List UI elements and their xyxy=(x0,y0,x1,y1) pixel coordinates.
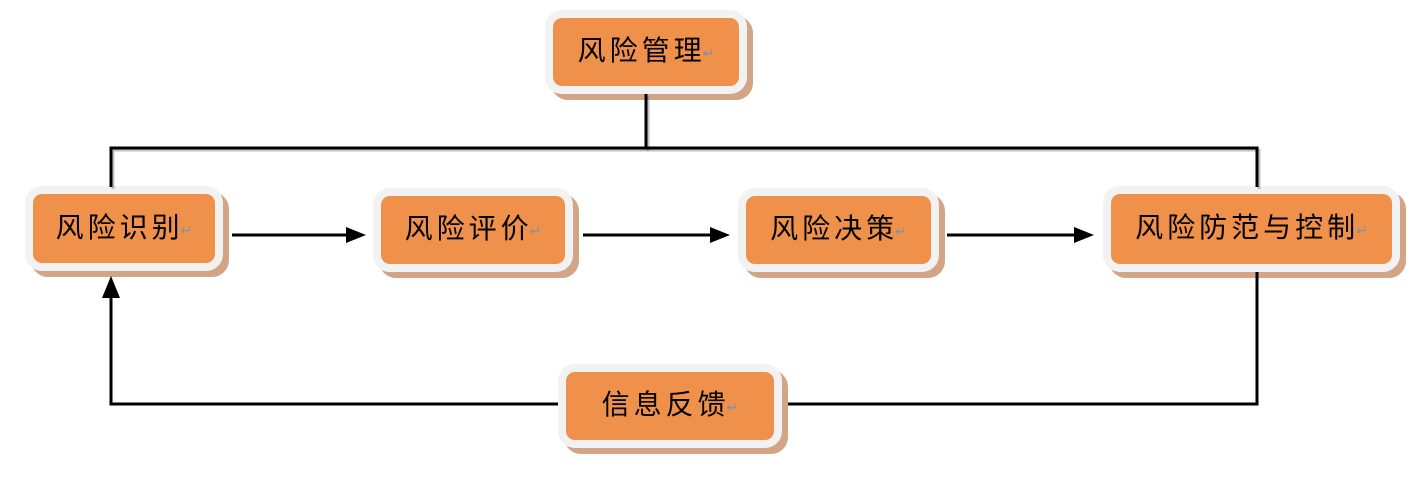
node-risk-prevention-control[interactable]: 风险防范与控制 ↵ xyxy=(1103,186,1400,272)
connector-top-rail xyxy=(109,146,1259,187)
node-risk-management[interactable]: 风险管理 ↵ xyxy=(545,10,747,94)
node-risk-identification-label: 风险识别 xyxy=(55,212,184,244)
node-risk-decision[interactable]: 风险决策 ↵ xyxy=(738,188,939,272)
node-information-feedback[interactable]: 信息反馈 ↵ xyxy=(558,364,782,448)
paragraph-return-mark: ↵ xyxy=(529,224,542,240)
paragraph-return-mark: ↵ xyxy=(702,46,715,62)
node-risk-management-label: 风险管理 xyxy=(577,36,706,67)
node-risk-decision-label: 风险决策 xyxy=(770,214,899,245)
paragraph-return-mark: ↵ xyxy=(895,224,907,240)
arrow-decision-to-prevention xyxy=(947,227,1094,243)
node-risk-identification[interactable]: 风险识别 ↵ xyxy=(25,186,223,271)
node-risk-evaluation[interactable]: 风险评价 ↵ xyxy=(373,188,573,272)
paragraph-return-mark: ↵ xyxy=(726,400,739,416)
arrow-identification-to-evaluation xyxy=(232,227,366,243)
node-risk-prevention-control-label: 风险防范与控制 xyxy=(1135,213,1360,244)
paragraph-return-mark: ↵ xyxy=(180,222,193,239)
node-information-feedback-label: 信息反馈 xyxy=(601,390,730,421)
paragraph-return-mark: ↵ xyxy=(1356,223,1368,239)
arrow-evaluation-to-decision xyxy=(583,227,730,243)
node-risk-evaluation-label: 风险评价 xyxy=(404,214,533,245)
